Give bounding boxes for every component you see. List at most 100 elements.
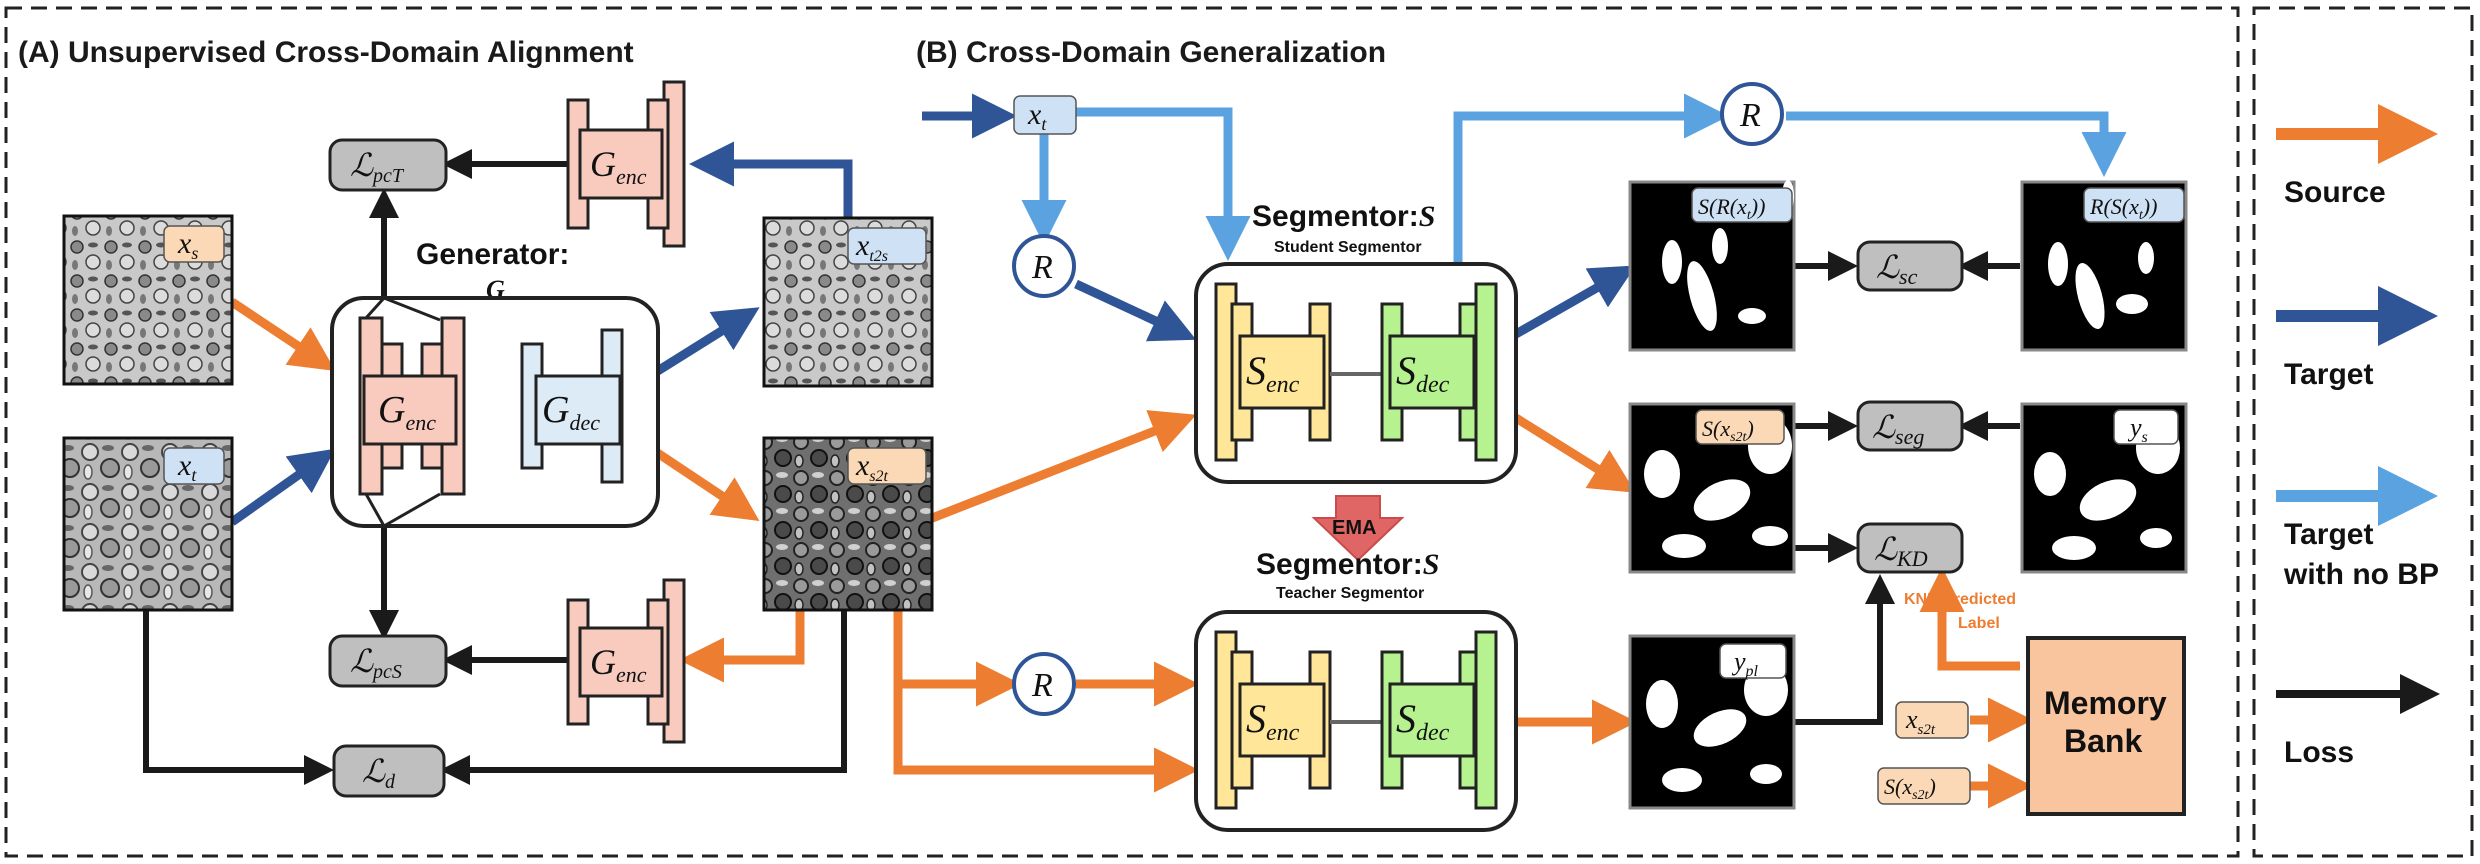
arrow-student-to-r-top [1453,93,1729,262]
svg-text:Bank: Bank [2064,723,2142,759]
svg-text:ℒKD: ℒKD [1874,531,1928,571]
legend-item-target-no-bp: Target with no BP [2276,466,2439,591]
arrow-xt-to-generator [229,448,336,526]
loss-pct: ℒpcT [328,138,448,192]
generator-box [330,296,660,528]
r-node-b1: R [1012,234,1076,298]
ema-arrow: EMA [1311,495,1405,562]
svg-text:xt: xt [177,449,197,485]
generator-decoder: Gdec [520,328,624,484]
svg-text:ℒsc: ℒsc [1876,249,1918,289]
genc-top: Genc [566,80,686,248]
arrow-xs2t-to-genc-bottom [679,610,805,683]
legend-item-target: Target [2276,286,2438,391]
svg-text:ypl: ypl [1731,647,1759,680]
svg-text:ys: ys [2127,413,2148,446]
svg-text:EMA: EMA [1332,517,1376,539]
arrow-xs2t-down-branch [893,606,1199,793]
svg-text:Memory: Memory [2044,685,2167,721]
svg-text:Genc: Genc [378,389,436,435]
svg-text:ℒd: ℒd [362,753,396,793]
input-xt-tag: xt [1013,95,1077,135]
tag-xs: xs [163,225,225,263]
tag-memory-xs2t: xs2t [1895,701,1969,739]
r-node-b2: R [1012,652,1076,716]
connectors [143,93,2127,809]
svg-text:Genc: Genc [590,144,647,189]
generator-encoder: Genc [358,296,466,528]
arrow-generator-to-xt2s [653,307,760,376]
arrow-r-to-student [1074,279,1197,342]
arrow-student-to-srxt [1513,265,1636,338]
loss-pcs: ℒpcS [328,634,448,688]
panel-main-frame [4,6,2240,858]
teacher-decoder: Sdec [1380,630,1498,810]
svg-text:xs2t: xs2t [1905,705,1936,738]
svg-text:Senc: Senc [1246,696,1300,746]
arrow-r-to-rsxt [1786,111,2127,177]
arrow-memory-to-lkd [1919,567,2020,671]
panel-a-title: (A) Unsupervised Cross-Domain Alignment [18,36,634,69]
r-node-top: R [1720,82,1784,146]
svg-text:Genc: Genc [590,642,647,687]
svg-text:Sdec: Sdec [1396,696,1450,746]
tag-ys: ys [2113,409,2179,446]
svg-text:S(xs2t): S(xs2t) [1702,416,1754,445]
panel-b-title: (B) Cross-Domain Generalization [916,36,1386,69]
svg-text:Senc: Senc [1246,348,1300,398]
legend-item-source: Source [2276,104,2438,209]
svg-text:xt2s: xt2s [855,229,888,265]
svg-text:ℒseg: ℒseg [1872,409,1924,449]
svg-text:Gdec: Gdec [542,389,600,435]
student-title: Segmentor:S [1252,200,1435,233]
tag-xt2s: xt2s [847,227,927,265]
tag-xs2t: xs2t [847,447,927,485]
tag-srxt: S(R(xt)) [1691,187,1793,223]
svg-text:R(S(xt)): R(S(xt)) [2089,194,2157,223]
arrow-xt2s-to-genc-top [689,141,853,218]
student-encoder: Senc [1214,282,1332,462]
knn-label-line1: KNN Predicted [1904,591,2016,608]
arrow-xt-to-ld [143,610,334,785]
svg-text:ℒpcS: ℒpcS [350,643,402,683]
svg-text:R: R [1739,97,1761,134]
svg-text:S(xs2t): S(xs2t) [1884,774,1936,803]
svg-text:Source: Source [2284,176,2386,209]
svg-text:R: R [1031,249,1053,286]
arrow-xs-to-generator [229,298,336,371]
svg-text:S(R(xt)): S(R(xt)) [1698,194,1765,223]
loss-d: ℒd [332,744,446,798]
tag-sxs2t: S(xs2t) [1695,409,1785,445]
svg-text:Sdec: Sdec [1396,348,1450,398]
student-subtitle: Student Segmentor [1274,239,1422,256]
panel-legend-frame [2252,6,2474,858]
arrow-xt-to-student [1076,107,1251,261]
svg-text:xt: xt [1027,98,1047,134]
memory-bank: Memory Bank [2026,636,2186,816]
tag-xt-left: xt [163,447,225,485]
student-decoder: Sdec [1380,282,1498,462]
arrow-xs2t-to-ld [440,610,847,785]
arrow-xs2t-to-student [920,410,1197,527]
legend: Source Target Target with no BP Loss [2276,104,2440,769]
arrow-ypl-to-lkd [1794,574,1895,725]
loss-seg: ℒseg [1856,400,1964,452]
tag-memory-sxs2t: S(xs2t) [1877,767,1971,805]
svg-text:xs2t: xs2t [855,449,889,485]
loss-kd: ℒKD [1856,522,1964,574]
arrow-student-to-seg-map [1513,414,1636,493]
loss-sc: ℒsc [1856,240,1964,292]
svg-text:ℒpcT: ℒpcT [350,147,405,187]
svg-text:xs: xs [177,227,198,263]
legend-item-loss: Loss [2276,674,2440,769]
teacher-subtitle: Teacher Segmentor [1276,585,1424,602]
generator-title: Generator: [416,238,569,271]
teacher-encoder: Senc [1214,630,1332,810]
tag-rsxt: R(S(xt)) [2083,187,2185,223]
svg-text:with no BP: with no BP [2283,558,2439,591]
teacher-title: Segmentor:S [1256,548,1439,581]
arrow-generator-to-xs2t [653,448,760,521]
svg-text:R: R [1031,667,1053,704]
svg-text:Target: Target [2284,518,2373,551]
